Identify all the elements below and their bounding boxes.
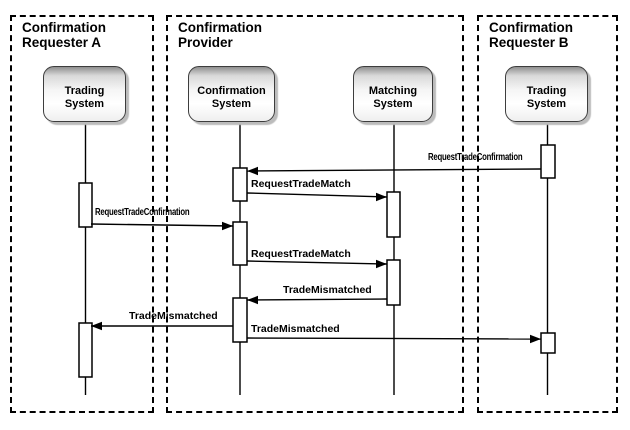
node-label-line: Trading (526, 84, 567, 97)
frame-title-line: Confirmation (22, 20, 106, 35)
message-arrowhead-icon-5 (247, 295, 258, 305)
frame-title: Confirmation Requester A (22, 20, 106, 50)
message-line-5 (246, 298, 388, 301)
message-label-6: TradeMismatched (129, 310, 218, 322)
frame-confirmation-requester-b: Confirmation Requester B (477, 15, 618, 413)
message-line-3 (90, 223, 234, 227)
node-label-line: System (526, 97, 567, 110)
activation-bar-matching-1 (386, 191, 401, 238)
message-label-4: RequestTradeMatch (251, 248, 351, 260)
node-label-line: Confirmation (197, 84, 266, 97)
activation-bar-confirmation-1 (232, 167, 248, 202)
activation-bar-trading-b-1 (540, 144, 556, 179)
activation-bar-matching-2 (386, 259, 401, 306)
message-label-2: RequestTradeMatch (251, 178, 351, 190)
node-matching-system: Matching System (353, 66, 433, 122)
message-line-2 (246, 192, 388, 198)
activation-bar-confirmation-3 (232, 297, 248, 343)
frame-title-line: Confirmation (178, 20, 262, 35)
message-arrowhead-icon-2 (376, 192, 387, 202)
frame-title-line: Confirmation (489, 20, 573, 35)
message-label-5: TradeMismatched (283, 284, 372, 296)
node-trading-system-a: Trading System (43, 66, 126, 122)
node-confirmation-system: Confirmation System (188, 66, 275, 122)
message-arrowhead-icon-7 (530, 334, 541, 344)
activation-bar-confirmation-2 (232, 221, 248, 266)
message-arrowhead-icon-4 (376, 259, 387, 269)
message-line-7 (246, 337, 542, 340)
frame-title: Confirmation Requester B (489, 20, 573, 50)
node-label-line: System (373, 97, 413, 110)
activation-bar-trading-b-2 (540, 332, 556, 354)
activation-bar-trading-a-2 (78, 322, 93, 378)
activation-bar-trading-a-1 (78, 182, 93, 228)
node-label-line: System (64, 97, 105, 110)
node-label-line: Trading (64, 84, 105, 97)
frame-title-line: Requester B (489, 34, 569, 50)
message-label-7: TradeMismatched (251, 323, 340, 335)
frame-confirmation-provider: Confirmation Provider (166, 15, 464, 413)
message-line-4 (246, 260, 388, 265)
message-label-3: RequestTradeConfirmation (95, 206, 190, 218)
message-arrowhead-icon-3 (222, 221, 233, 231)
node-label-line: System (211, 97, 252, 110)
message-arrowhead-icon-1 (247, 166, 258, 176)
message-label-1: RequestTradeConfirmation (428, 151, 523, 163)
frame-title-line: Provider (178, 34, 233, 50)
message-arrowhead-icon-6 (91, 321, 102, 331)
frame-title: Confirmation Provider (178, 20, 262, 50)
node-label-line: Matching (368, 84, 418, 97)
frame-confirmation-requester-a: Confirmation Requester A (10, 15, 154, 413)
node-trading-system-b: Trading System (505, 66, 588, 122)
message-line-1 (246, 168, 542, 172)
frame-title-line: Requester A (22, 34, 102, 50)
